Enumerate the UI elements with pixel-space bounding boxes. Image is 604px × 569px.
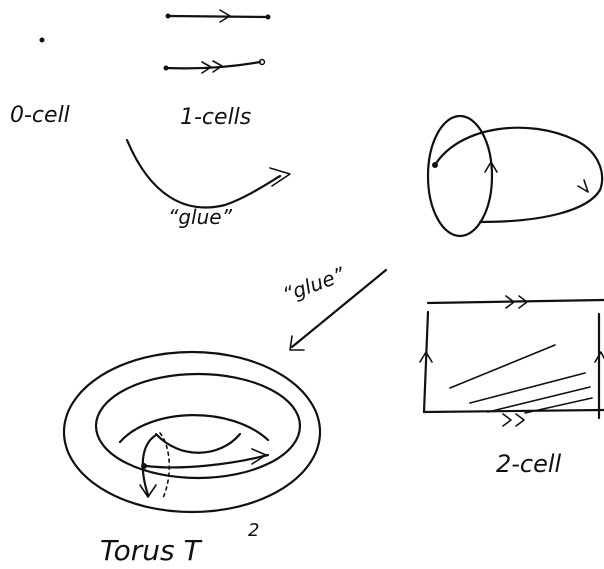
one-cells-label: 1-cells — [180, 105, 251, 130]
glue-top-label: “glue” — [168, 205, 233, 229]
two-cell-square — [419, 295, 604, 427]
two-cell-label: 2-cell — [496, 450, 562, 478]
torus-label: Torus T — [100, 534, 203, 567]
one-cell-double-arrow — [163, 58, 266, 74]
one-cell-single-arrow — [165, 9, 271, 23]
glue-diag-label: “glue” — [280, 262, 349, 307]
wedge-of-circles — [426, 114, 604, 238]
glue-arrow-top — [125, 138, 291, 209]
zero-cell-dot — [39, 37, 45, 43]
glue-arrow-diagonal — [289, 268, 388, 351]
torus-superscript: 2 — [248, 520, 259, 541]
torus-drawing — [62, 350, 322, 514]
zero-cell-label: 0-cell — [10, 103, 70, 128]
